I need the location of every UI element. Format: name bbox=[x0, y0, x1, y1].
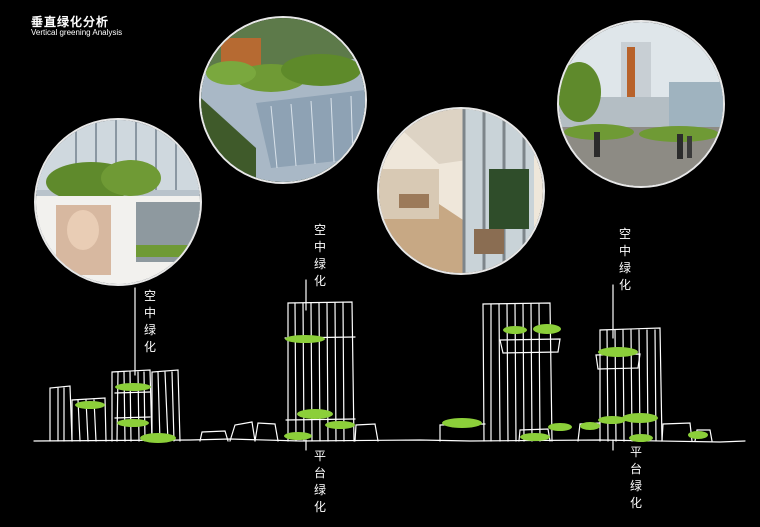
label-podium-greening-1: 平台绿化 bbox=[313, 449, 326, 514]
photo-podium-terrace bbox=[34, 118, 202, 286]
page-title: 垂直绿化分析 bbox=[31, 15, 110, 29]
photo-rooftop-garden bbox=[199, 16, 367, 184]
page-subtitle: Vertical greening Analysis bbox=[31, 28, 123, 37]
label-sky-greening-1: 空中绿化 bbox=[143, 289, 156, 354]
label-podium-greening-2: 平台绿化 bbox=[629, 445, 642, 510]
photo-interior-corridor bbox=[377, 107, 545, 275]
label-sky-greening-2: 空中绿化 bbox=[313, 223, 326, 288]
building-cluster-left bbox=[49, 369, 229, 442]
photo-plaza-tower bbox=[557, 20, 725, 188]
ground-line bbox=[33, 438, 746, 443]
building-cluster-middle bbox=[229, 301, 379, 442]
building-cluster-right bbox=[577, 327, 713, 442]
label-sky-greening-3: 空中绿化 bbox=[618, 227, 631, 292]
greenery-patches bbox=[75, 324, 708, 443]
